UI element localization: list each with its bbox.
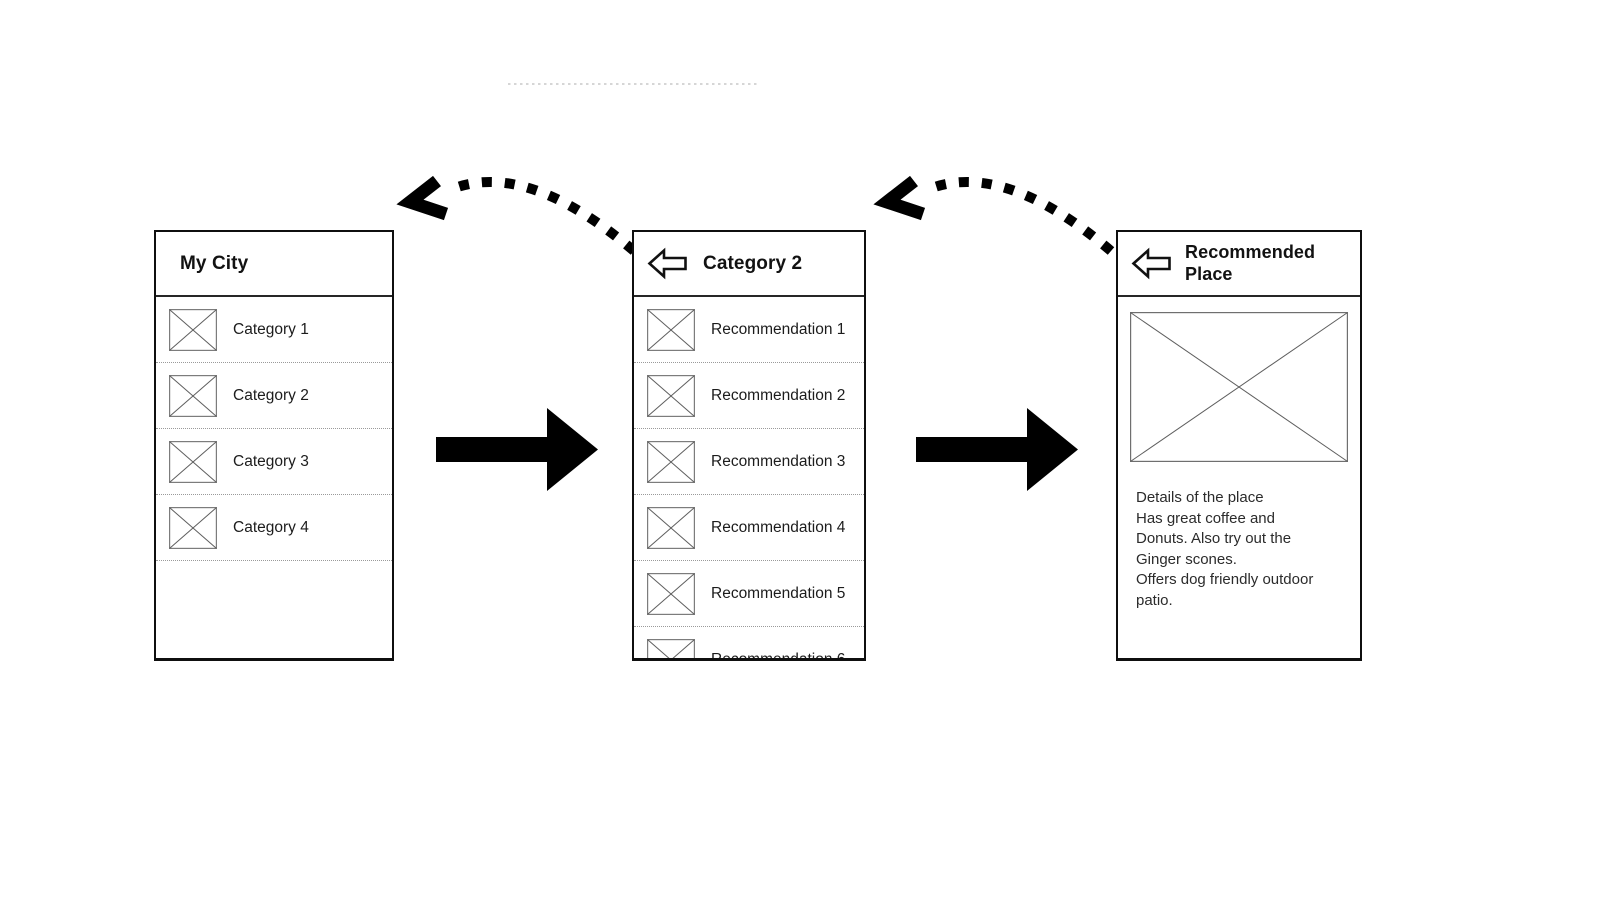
list-item-label: Category 2	[233, 386, 309, 404]
screen-recommended-place-title: Recommended Place	[1185, 242, 1316, 284]
screen-recommended-place: Recommended Place Details of the place H…	[1116, 230, 1362, 661]
list-item-label: Recommendation 2	[711, 386, 846, 404]
list-item-label: Category 4	[233, 518, 309, 536]
image-placeholder-icon	[1130, 312, 1348, 462]
back-arrow-icon[interactable]	[647, 247, 688, 280]
list-item-category-3[interactable]: Category 3	[156, 429, 392, 495]
list-item-label: Category 1	[233, 320, 309, 338]
list-item-category-4[interactable]: Category 4	[156, 495, 392, 561]
image-placeholder-icon	[647, 374, 695, 417]
screen-my-city-title: My City	[180, 252, 249, 274]
image-placeholder-icon	[169, 308, 217, 351]
image-placeholder-icon	[647, 638, 695, 658]
image-placeholder-icon	[647, 308, 695, 351]
image-placeholder-icon	[647, 572, 695, 615]
list-item-label: Category 3	[233, 452, 309, 470]
back-arc-1	[450, 177, 638, 255]
list-item-category-1[interactable]: Category 1	[156, 297, 392, 363]
screen-category-2: Category 2 Recommendation 1 Recommendati…	[632, 230, 866, 661]
back-arc-2-arrowhead-icon	[873, 175, 926, 221]
forward-arrow-1-icon	[436, 408, 598, 491]
screen-my-city: My City Category 1 Category 2	[154, 230, 394, 661]
list-item-category-2[interactable]: Category 2	[156, 363, 392, 429]
image-placeholder-icon	[169, 440, 217, 483]
screen-category-2-title: Category 2	[703, 252, 803, 274]
screen-recommended-place-content: Details of the place Has great coffee an…	[1118, 297, 1360, 658]
list-item-label: Recommendation 3	[711, 452, 846, 470]
screen-category-2-header: Category 2	[634, 232, 864, 297]
screen-category-2-list: Recommendation 1 Recommendation 2 Recomm…	[634, 297, 864, 658]
screen-my-city-list: Category 1 Category 2 Category 3	[156, 297, 392, 658]
list-item-recommendation-4[interactable]: Recommendation 4	[634, 495, 864, 561]
screen-my-city-header: My City	[156, 232, 392, 297]
list-item-label: Recommendation 4	[711, 518, 846, 536]
image-placeholder-icon	[647, 440, 695, 483]
list-item-recommendation-1[interactable]: Recommendation 1	[634, 297, 864, 363]
place-details-text: Details of the place Has great coffee an…	[1136, 489, 1314, 609]
image-placeholder-icon	[169, 374, 217, 417]
back-arc-1-arrowhead-icon	[396, 175, 449, 221]
image-placeholder-icon	[647, 506, 695, 549]
list-item-recommendation-5[interactable]: Recommendation 5	[634, 561, 864, 627]
back-arc-2	[927, 177, 1115, 255]
list-item-recommendation-2[interactable]: Recommendation 2	[634, 363, 864, 429]
list-item-recommendation-3[interactable]: Recommendation 3	[634, 429, 864, 495]
image-placeholder-icon	[169, 506, 217, 549]
list-item-label: Recommendation 5	[711, 584, 846, 602]
list-item-label: Recommendation 1	[711, 320, 846, 338]
list-item-label: Recommendation 6	[711, 651, 845, 659]
back-arrow-icon[interactable]	[1131, 247, 1172, 280]
screen-recommended-place-header: Recommended Place	[1118, 232, 1360, 297]
forward-arrow-2-icon	[916, 408, 1078, 491]
list-item-recommendation-6[interactable]: Recommendation 6	[634, 627, 864, 658]
